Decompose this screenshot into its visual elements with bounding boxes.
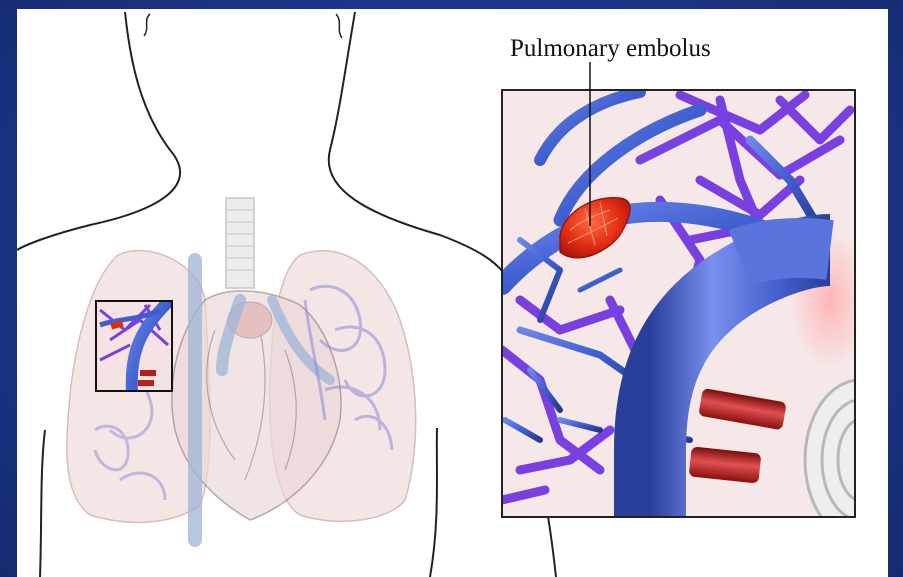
trachea: [226, 198, 254, 288]
small-inset: [96, 300, 172, 395]
pulmonary-embolus-label: Pulmonary embolus: [510, 35, 711, 62]
magnified-inset: [502, 90, 903, 540]
